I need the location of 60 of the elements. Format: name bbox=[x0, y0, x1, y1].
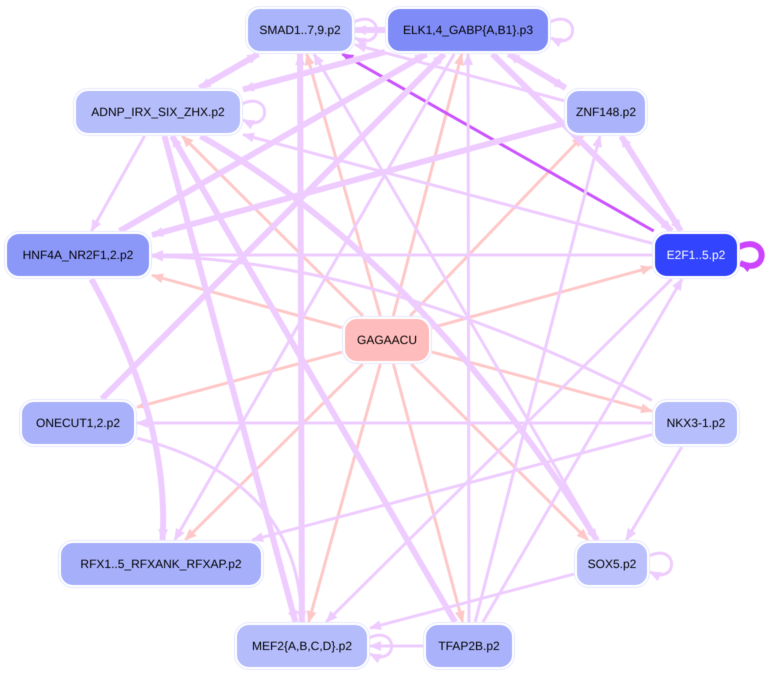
motif-node: RFX1..5_RFXANK_RFXAP.p2 bbox=[59, 541, 263, 587]
arrow bbox=[88, 278, 168, 541]
motif-node: E2F1..5.p2 bbox=[653, 232, 739, 278]
arrow bbox=[463, 53, 474, 622]
arrow bbox=[408, 134, 584, 318]
arrow bbox=[354, 25, 385, 35]
motif-node: ZNF148.p2 bbox=[565, 89, 647, 135]
arrow bbox=[174, 53, 456, 541]
motif-node: TFAP2B.p2 bbox=[424, 623, 514, 669]
arrow bbox=[242, 132, 652, 245]
arrow bbox=[198, 133, 600, 542]
arrow bbox=[392, 53, 464, 316]
arrow bbox=[648, 552, 674, 580]
arrow bbox=[325, 278, 673, 624]
arrow bbox=[169, 134, 458, 624]
arrow bbox=[251, 433, 652, 542]
arrow bbox=[490, 52, 674, 234]
arrow bbox=[738, 241, 765, 272]
arrow bbox=[474, 135, 602, 622]
arrow bbox=[392, 364, 465, 623]
arrow bbox=[368, 634, 394, 662]
arrow bbox=[312, 53, 600, 541]
arrow bbox=[90, 135, 146, 232]
arrow bbox=[369, 572, 574, 630]
arrow bbox=[506, 51, 568, 91]
arrow bbox=[242, 100, 266, 128]
arrow bbox=[369, 641, 423, 651]
arrow bbox=[410, 362, 589, 542]
arrow bbox=[151, 120, 565, 238]
arrow bbox=[242, 49, 386, 92]
arrow bbox=[181, 134, 364, 318]
arrow bbox=[341, 52, 654, 232]
arrow bbox=[198, 51, 260, 91]
motif-node: GAGAACU bbox=[343, 317, 431, 363]
motif-node: ADNP_IRX_SIX_ZHX.p2 bbox=[74, 89, 242, 135]
arrow bbox=[118, 51, 428, 234]
arrow bbox=[151, 273, 342, 330]
arrow bbox=[432, 350, 653, 414]
arrow bbox=[354, 18, 378, 46]
motif-node: ONECUT1,2.p2 bbox=[20, 400, 136, 446]
arrow bbox=[295, 53, 306, 622]
arrow bbox=[100, 52, 446, 402]
arrow bbox=[304, 53, 382, 316]
arrow bbox=[136, 350, 342, 410]
arrow bbox=[482, 278, 684, 623]
motif-node: NKX3-1.p2 bbox=[653, 400, 739, 446]
arrow bbox=[354, 42, 564, 102]
arrow bbox=[136, 418, 652, 428]
arrow bbox=[625, 446, 683, 541]
arrow bbox=[550, 18, 574, 46]
motif-node: MEF2{A,B,C,D}.p2 bbox=[235, 623, 369, 669]
arrow bbox=[432, 265, 653, 330]
arrow bbox=[184, 362, 364, 542]
motif-node: HNF4A_NR2F1,2.p2 bbox=[5, 232, 151, 278]
arrow bbox=[306, 364, 382, 623]
arrow bbox=[162, 135, 298, 623]
motif-node: ELK1,4_GABP{A,B1}.p3 bbox=[386, 7, 550, 53]
arrow bbox=[618, 134, 684, 233]
motif-node: SOX5.p2 bbox=[575, 541, 649, 587]
motif-node: SMAD1..7,9.p2 bbox=[246, 7, 354, 53]
